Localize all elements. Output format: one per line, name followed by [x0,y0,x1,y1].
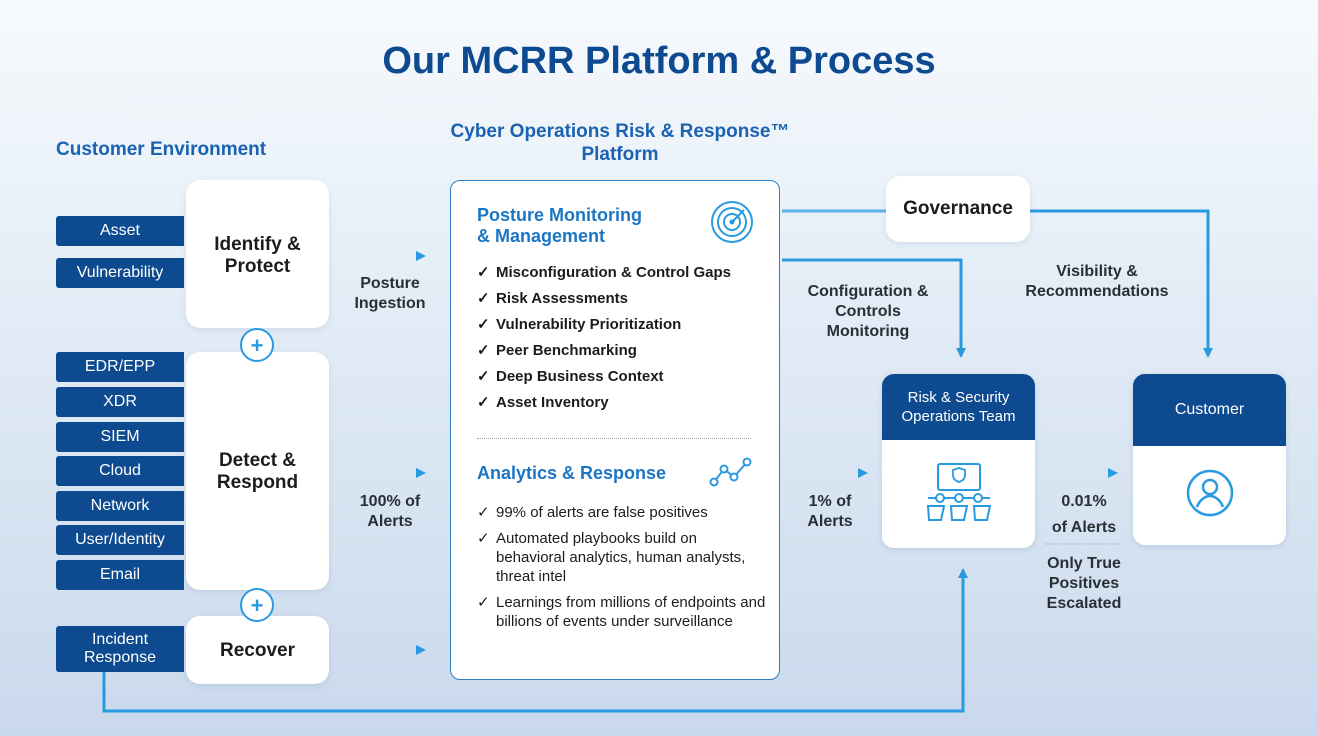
alerts100-line1: 100% of [359,493,421,510]
identify-protect-card: Identify & Protect [186,180,329,328]
identify-line2: Protect [224,256,291,277]
config-monitoring-label: Configuration & Controls Monitoring [798,282,938,342]
alerts1-line2: Alerts [807,513,853,530]
posture-line2: Ingestion [354,295,426,312]
platform-heading-line2: Platform [581,144,659,165]
alerts-1-label: 1% of Alerts [785,492,875,532]
tag-asset: Asset [56,216,184,246]
posture-item: ✓ Risk Assessments [477,289,767,308]
tag-email: Email [56,560,184,590]
customer-environment-heading: Customer Environment [56,139,267,160]
analytics-item: ✓ Learnings from millions of endpoints an… [477,593,767,631]
analytics-item: ✓ 99% of alerts are false positives [477,503,767,522]
analytics-item-text: Learnings from millions of endpoints and… [496,594,766,630]
escalated-label: Only True Positives Escalated [1036,554,1132,614]
check-icon: ✓ [477,368,490,385]
incident-loop-connector [102,568,968,713]
posture-line1: Posture [360,275,420,292]
alerts-001-label: 0.01% of Alerts [1036,492,1132,538]
recover-label: Recover [220,640,295,661]
escalated-line1: Only True [1047,555,1121,572]
posture-item: ✓ Deep Business Context [477,367,767,386]
alerts-100-label: 100% of Alerts [345,492,435,532]
check-icon: ✓ [477,394,490,411]
risk-security-team-card: Risk & Security Operations Team [882,374,1035,548]
visibility-line2: Recommendations [1025,283,1169,300]
posture-item: ✓ Peer Benchmarking [477,341,767,360]
posture-heading-line2: & Management [477,226,606,246]
page-title: Our MCRR Platform & Process [382,40,936,82]
posture-item: ✓ Misconfiguration & Control Gaps [477,263,767,282]
alerts100-line2: Alerts [367,513,413,530]
check-icon: ✓ [477,316,490,333]
check-icon: ✓ [477,594,490,611]
user-icon [1186,469,1234,517]
analytics-heading: Analytics & Response [477,463,667,483]
plus-icon: + [240,588,274,622]
config-line3: Monitoring [826,323,910,340]
posture-item-text: Risk Assessments [496,290,629,307]
posture-heading-line1: Posture Monitoring [477,205,642,225]
escalated-line2: Positives [1048,575,1120,592]
tag-edr-epp: EDR/EPP [56,352,184,382]
governance-label: Governance [903,198,1013,219]
config-line1: Configuration & [807,283,929,300]
check-icon: ✓ [477,290,490,307]
posture-heading: Posture Monitoring & Management [477,205,642,247]
posture-item-text: Misconfiguration & Control Gaps [496,264,731,281]
check-icon: ✓ [477,264,490,281]
radar-icon [711,201,753,243]
tag-siem: SIEM [56,422,184,452]
posture-item-text: Asset Inventory [496,394,609,411]
platform-heading-line1: Cyber Operations Risk & Response™ [450,121,790,142]
analytics-item-text: Automated playbooks build on behavioral … [496,530,746,585]
posture-item-text: Deep Business Context [496,368,664,385]
platform-heading: Cyber Operations Risk & Response™ Platfo… [430,120,810,166]
posture-item-text: Vulnerability Prioritization [496,316,682,333]
posture-item: ✓ Asset Inventory [477,393,767,412]
tag-user-identity: User/Identity [56,525,184,555]
config-line2: Controls [835,303,901,320]
customer-card: Customer [1133,374,1286,545]
governance-card: Governance [886,176,1030,242]
check-icon: ✓ [477,342,490,359]
team-line2: Operations Team [901,408,1016,425]
analytics-item-text: 99% of alerts are false positives [496,504,708,521]
visibility-line1: Visibility & [1056,263,1138,280]
recover-card: Recover [186,616,329,684]
tag-cloud: Cloud [56,456,184,486]
identify-line1: Identify & [214,234,301,255]
alerts1-line1: 1% of [808,493,852,510]
detect-line1: Detect & [218,450,297,471]
team-line1: Risk & Security [907,389,1010,406]
section-divider [477,438,751,439]
tag-incident-response: Incident Response [56,626,184,672]
tag-vulnerability: Vulnerability [56,258,184,288]
alerts001-line1: 0.01% [1061,493,1107,510]
detect-line2: Respond [216,472,299,493]
platform-panel: Posture Monitoring & Management ✓ Misconf… [450,180,780,680]
analytics-item: ✓ Automated playbooks build on behavioral… [477,529,767,586]
analytics-graph-icon [709,457,752,487]
posture-item-text: Peer Benchmarking [496,342,637,359]
posture-ingestion-label: Posture Ingestion [345,274,435,314]
check-icon: ✓ [477,530,490,547]
alerts001-line2: of Alerts [1051,519,1117,536]
team-header: Risk & Security Operations Team [882,374,1035,440]
check-icon: ✓ [477,504,490,521]
operations-team-icon [926,463,992,521]
plus-icon: + [240,328,274,362]
customer-header: Customer [1133,374,1286,446]
tag-incident-line1: Incident [91,631,149,648]
tag-incident-line2: Response [83,649,157,666]
detect-respond-card: Detect & Respond [186,352,329,590]
tag-network: Network [56,491,184,521]
visibility-connector [1030,209,1213,358]
escalated-line3: Escalated [1046,595,1122,612]
visibility-label: Visibility & Recommendations [1012,262,1182,302]
posture-item: ✓ Vulnerability Prioritization [477,315,767,334]
tag-xdr: XDR [56,387,184,417]
config-monitoring-connector [782,258,966,358]
